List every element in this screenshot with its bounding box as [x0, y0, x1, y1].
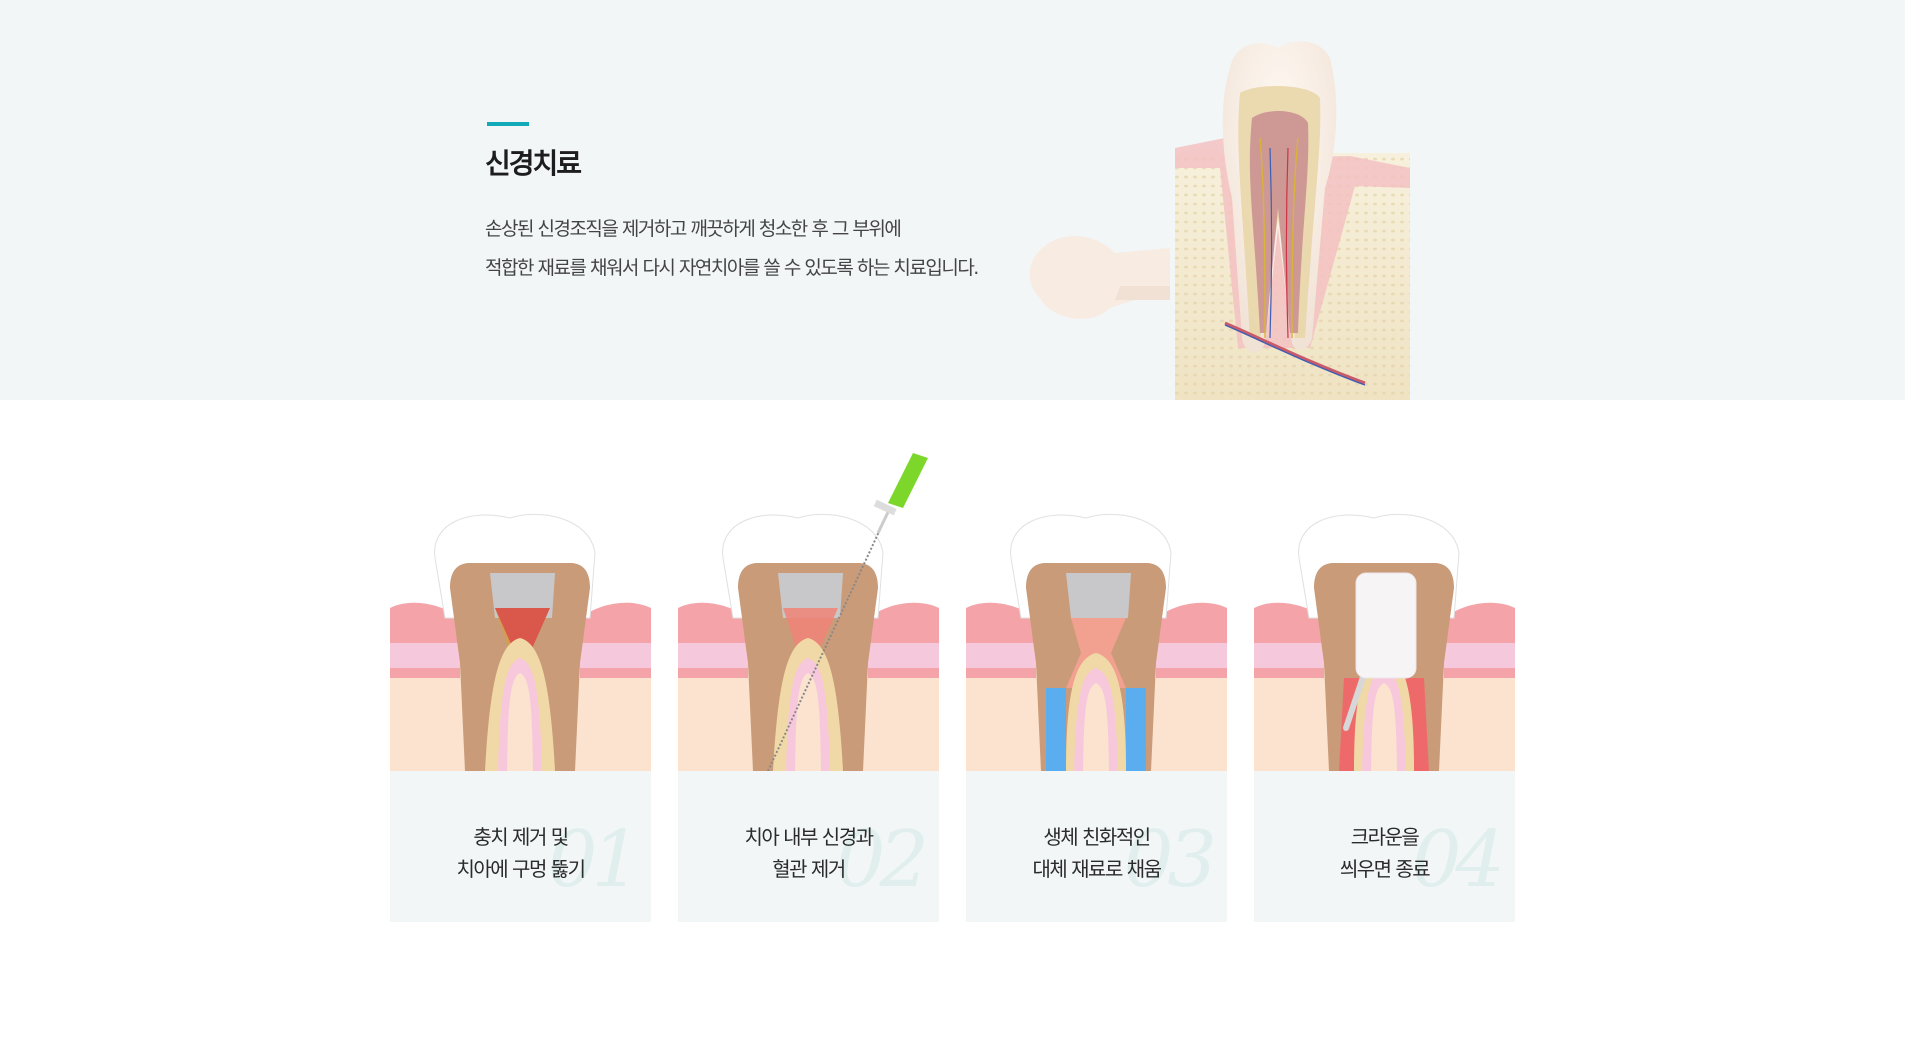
- step-caption: 03 생체 친화적인 대체 재료로 채움: [966, 771, 1227, 922]
- step-number: 02: [835, 815, 929, 905]
- step-card-3: 03 생체 친화적인 대체 재료로 채움: [966, 478, 1227, 922]
- step-label-line-1: 치아 내부 신경과: [744, 825, 874, 849]
- step-caption: 01 충치 제거 및 치아에 구멍 뚫기: [390, 771, 651, 922]
- tooth-filled-icon: [966, 513, 1227, 771]
- step-number: 04: [1411, 815, 1505, 905]
- step-number: 03: [1123, 815, 1217, 905]
- tooth-drilled-icon: [390, 513, 651, 771]
- step-label-line-1: 생체 친화적인: [1043, 825, 1151, 849]
- step-label-line-2: 혈관 제거: [772, 857, 846, 881]
- description-line-1: 손상된 신경조직을 제거하고 깨끗하게 청소한 후 그 부위에: [485, 218, 902, 240]
- step-label-line-1: 크라운을: [1350, 825, 1420, 849]
- step-label-line-2: 치아에 구멍 뚫기: [456, 857, 586, 881]
- step-label: 치아 내부 신경과 혈관 제거: [678, 821, 939, 885]
- tooth-file-icon: [678, 453, 939, 772]
- step-label-line-2: 대체 재료로 채움: [1032, 857, 1162, 881]
- step-label-line-1: 충치 제거 및: [473, 825, 569, 849]
- hero-section: 신경치료 손상된 신경조직을 제거하고 깨끗하게 청소한 후 그 부위에 적합한…: [0, 0, 1905, 400]
- tooth-crown-icon: [1254, 513, 1515, 771]
- step-number: 01: [547, 815, 641, 905]
- treatment-steps: 01 충치 제거 및 치아에 구멍 뚫기 02: [390, 453, 1515, 922]
- hero-description: 손상된 신경조직을 제거하고 깨끗하게 청소한 후 그 부위에 적합한 재료를 …: [485, 210, 979, 288]
- step-label-line-2: 씌우면 종료: [1339, 857, 1431, 881]
- step-caption: 04 크라운을 씌우면 종료: [1254, 771, 1515, 922]
- step-card-1: 01 충치 제거 및 치아에 구멍 뚫기: [390, 478, 651, 922]
- step-card-4: 04 크라운을 씌우면 종료: [1254, 478, 1515, 922]
- step-caption: 02 치아 내부 신경과 혈관 제거: [678, 771, 939, 922]
- step-label: 크라운을 씌우면 종료: [1254, 821, 1515, 885]
- title-accent-bar: [487, 122, 529, 126]
- description-line-2: 적합한 재료를 채워서 다시 자연치아를 쓸 수 있도록 하는 치료입니다.: [485, 257, 979, 279]
- page-title: 신경치료: [485, 147, 582, 180]
- tooth-cross-section-icon: [1029, 41, 1410, 400]
- step-card-2: 02 치아 내부 신경과 혈관 제거: [678, 453, 939, 922]
- step-label: 충치 제거 및 치아에 구멍 뚫기: [390, 821, 651, 885]
- step-label: 생체 친화적인 대체 재료로 채움: [966, 821, 1227, 885]
